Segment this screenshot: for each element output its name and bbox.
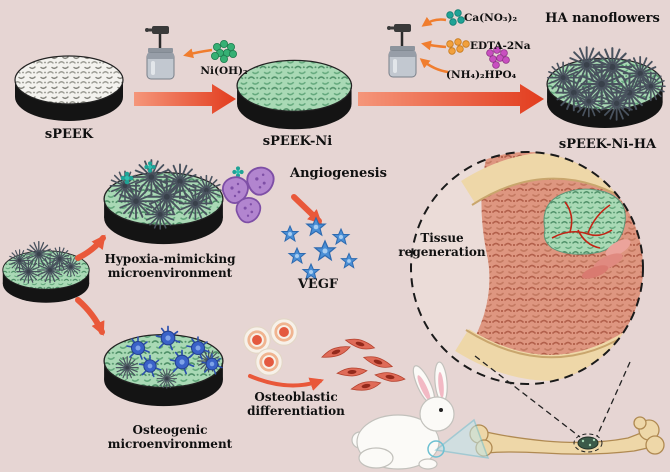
- new-blood-vessels: [551, 201, 613, 249]
- zoom-origin-circle: [427, 440, 445, 458]
- magnifier-circle-outline: [410, 151, 644, 385]
- label-osteoblastic: Osteoblastic differentiation: [247, 390, 345, 419]
- zoom-wedge: [434, 418, 490, 459]
- branch-up-arrow: [75, 234, 106, 261]
- label-vegf: VEGF: [297, 277, 339, 292]
- bone-implant: [577, 436, 599, 450]
- zoom-line-right: [596, 361, 631, 437]
- label-nh4-hpo4: (NH₄)₂HPO₄: [446, 69, 517, 81]
- femur-bone: [469, 416, 665, 457]
- rabbit: [351, 361, 455, 470]
- speek-ni-disc: [236, 59, 353, 130]
- bone-cross-section: [455, 152, 643, 381]
- label-osteogenic: Osteogenic microenvironment: [107, 423, 233, 452]
- label-speek-ni-ha: sPEEK-Ni-HA: [558, 137, 657, 152]
- ca-arrow: [421, 16, 447, 27]
- label-tissue-regeneration: Tissue regeneration: [398, 231, 486, 260]
- autoclave-icon: [143, 24, 176, 81]
- osteoblast-cells: [242, 317, 299, 377]
- edta-dots: [446, 38, 470, 55]
- vegf-stars: [281, 217, 358, 280]
- reaction-arrow-1: [134, 84, 236, 114]
- edta-arrow: [421, 40, 447, 51]
- hypoxia-disc: [103, 159, 224, 245]
- spindle-osteocytes: [320, 335, 406, 394]
- implant-disc: [2, 241, 90, 303]
- implant-in-bone: [543, 188, 626, 255]
- branch-down-arrow: [75, 297, 105, 336]
- speek-disc: [14, 55, 124, 121]
- angiogenesis-arrow: [291, 194, 323, 224]
- zoom-line-left: [474, 355, 581, 438]
- label-ha-nanoflowers: HA nanoflowers: [545, 11, 660, 26]
- implant-site-outline: [573, 433, 603, 453]
- label-hypoxia: Hypoxia-mimicking microenvironment: [104, 252, 236, 281]
- label-ca-no3: Ca(NO₃)₂: [464, 12, 518, 24]
- reaction-arrow-2: [358, 84, 544, 114]
- label-edta: EDTA-2Na: [470, 40, 531, 52]
- label-speek: sPEEK: [44, 127, 94, 142]
- endothelial-cell: [246, 166, 275, 196]
- label-speek-ni: sPEEK-Ni: [262, 134, 333, 149]
- label-angiogenesis: Angiogenesis: [290, 166, 387, 181]
- calcium-nitrate-dots: [446, 9, 465, 26]
- oxygen-scavenger-molecule: [232, 166, 244, 178]
- nickel-hydroxide-molecules: [210, 40, 238, 63]
- differentiation-arrow: [248, 374, 324, 391]
- endothelial-cell: [235, 197, 262, 224]
- osteogenic-disc: [103, 333, 224, 407]
- niOH2-to-autoclave-arrow: [183, 48, 213, 59]
- phosphate-arrow: [419, 58, 449, 74]
- speek-ni-ha-disc: [546, 46, 666, 128]
- label-ni-oh2: Ni(OH)₂: [200, 65, 248, 77]
- autoclave-icon-2: [385, 22, 418, 79]
